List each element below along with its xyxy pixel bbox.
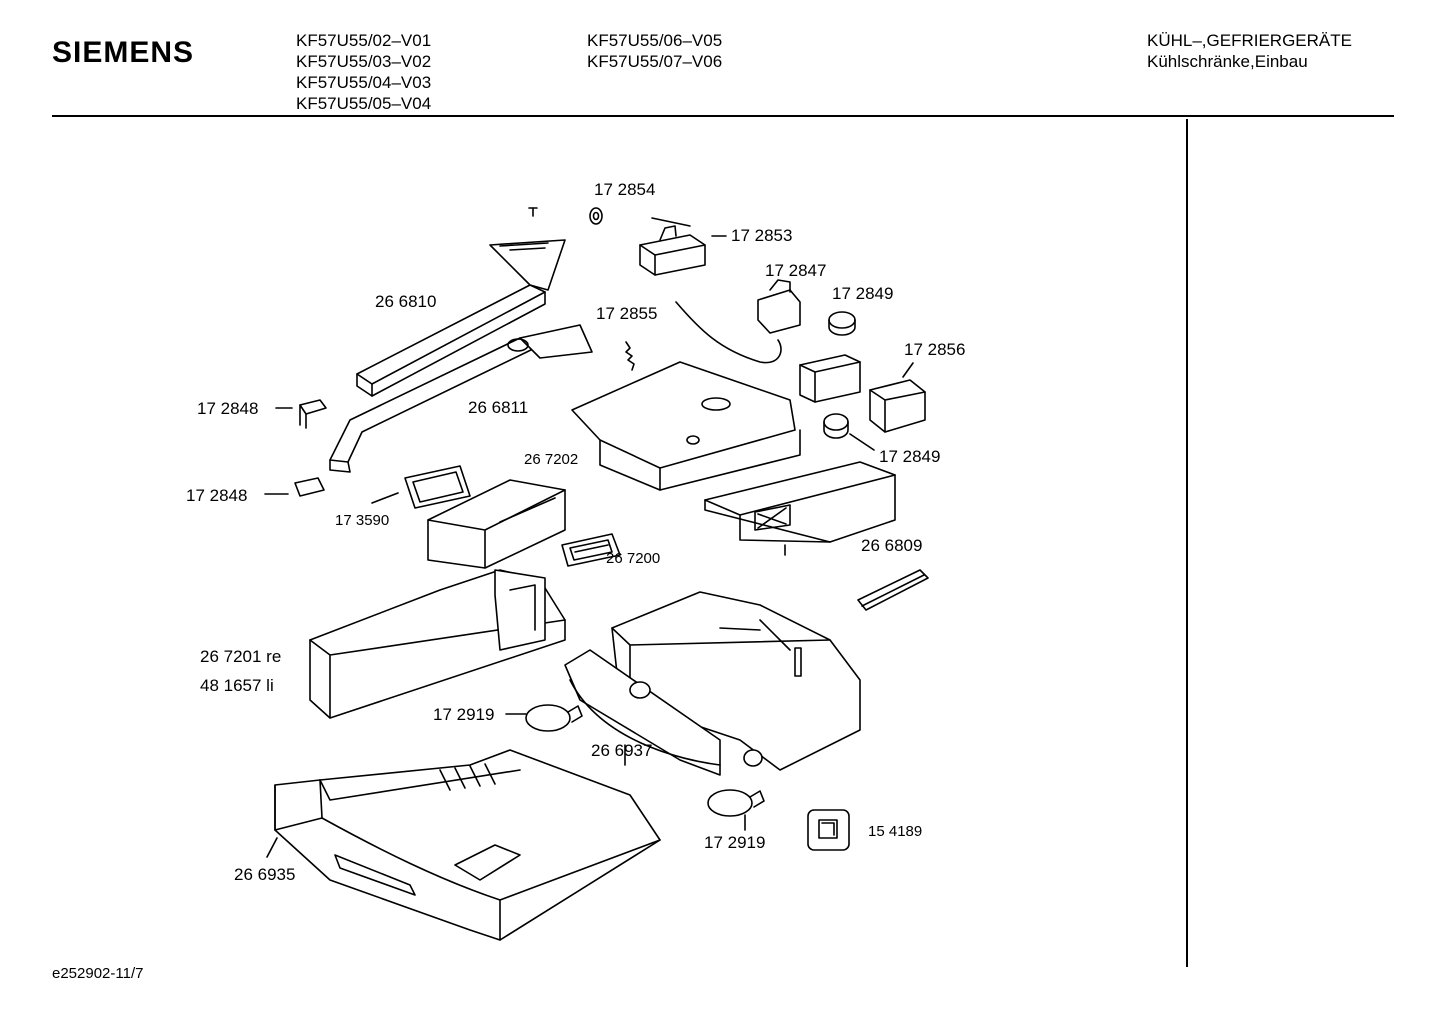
part-number-label: 26 6809 (861, 536, 923, 555)
air-duct (427, 479, 566, 569)
knob-part-lower (823, 413, 875, 451)
part-number-label: 26 7201 re (200, 647, 282, 666)
side-cover (309, 569, 566, 719)
part-number-label: 15 4189 (868, 823, 923, 840)
drawer-tray (266, 749, 661, 941)
spring-part (625, 341, 635, 371)
thermostat-capillary (675, 279, 801, 364)
category-title: KÜHL–,GEFRIERGERÄTE (1147, 31, 1352, 50)
grille-part (561, 533, 621, 567)
switch-part (807, 809, 850, 851)
lamp-cover-part (869, 362, 926, 433)
lever-arm-lower (329, 324, 593, 473)
part-number-label: 17 2854 (594, 180, 656, 199)
part-number-label: 26 7200 (606, 550, 661, 567)
trim-strip (857, 569, 929, 611)
category-subtitle: Kühlschränke,Einbau (1147, 52, 1308, 71)
clip-part-upper (275, 399, 327, 429)
knob-part (828, 311, 856, 336)
header-divider (52, 115, 1394, 117)
part-number-label: 17 2848 (186, 486, 248, 505)
part-number-label: 17 2919 (704, 833, 766, 852)
brand-logo: SIEMENS (52, 36, 195, 69)
model-number: KF57U55/04–V03 (296, 73, 432, 92)
part-number-label: 17 2856 (904, 340, 966, 359)
model-number: KF57U55/06–V05 (587, 31, 723, 50)
part-number-label: 26 7202 (524, 451, 579, 468)
model-number: KF57U55/02–V01 (296, 31, 432, 50)
part-number-label: 17 2848 (197, 399, 259, 418)
lever-arm-upper (356, 239, 566, 397)
model-number: KF57U55/05–V04 (296, 94, 432, 113)
side-divider (1186, 119, 1188, 967)
part-number-label: 48 1657 li (200, 676, 274, 695)
lamp-bulb-upper (505, 704, 583, 732)
switch-housing (799, 354, 861, 403)
thermostat-part (639, 217, 727, 276)
lamp-bulb-lower (707, 789, 765, 831)
screw-part (528, 207, 538, 217)
part-number-label: 17 3590 (335, 512, 390, 529)
control-housing (571, 361, 896, 556)
part-number-label: 17 2853 (731, 226, 793, 245)
model-list-2: KF57U55/06–V05 KF57U55/07–V06 (587, 30, 722, 72)
part-number-label: 26 6811 (468, 398, 529, 417)
model-number: KF57U55/03–V02 (296, 52, 432, 71)
category-block: KÜHL–,GEFRIERGERÄTE Kühlschränke,Einbau (1147, 30, 1352, 72)
washer-part (589, 207, 603, 225)
light-housing (564, 591, 861, 776)
part-number-label: 17 2855 (596, 304, 658, 323)
part-number-label: 17 2849 (832, 284, 894, 303)
part-number-label: 17 2849 (879, 447, 941, 466)
part-number-label: 17 2919 (433, 705, 495, 724)
part-number-label: 26 6937 (591, 741, 653, 760)
model-list-1: KF57U55/02–V01 KF57U55/03–V02 KF57U55/04… (296, 30, 431, 114)
document-id: e252902-11/7 (52, 965, 144, 982)
seal-frame (371, 465, 471, 509)
model-number: KF57U55/07–V06 (587, 52, 723, 71)
part-number-label: 17 2847 (765, 261, 827, 280)
part-number-label: 26 6810 (375, 292, 437, 311)
clip-part-lower (264, 477, 325, 497)
part-number-label: 26 6935 (234, 865, 296, 884)
